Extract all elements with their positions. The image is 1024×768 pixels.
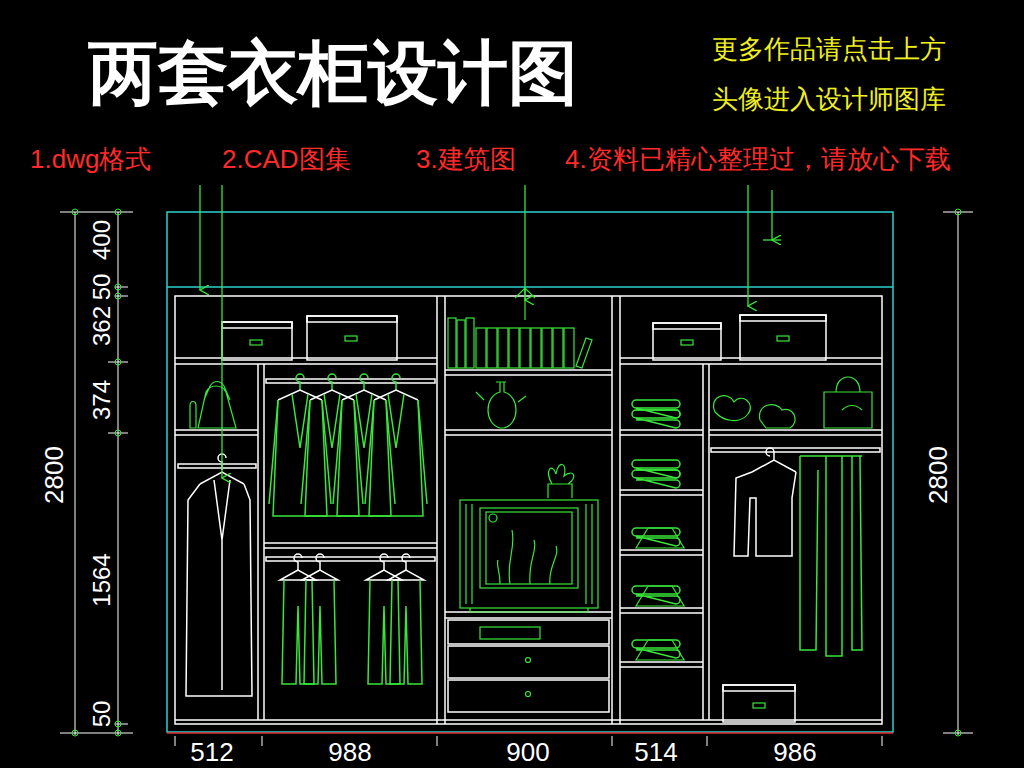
dimension: 514 <box>634 739 677 765</box>
feature-note: 3.建筑图 <box>416 146 516 172</box>
dimension: 400 <box>90 218 114 262</box>
dimension: 1564 <box>90 551 114 608</box>
dimension: 50 <box>90 699 114 730</box>
dimension: 362 <box>90 304 114 348</box>
feature-note: 2.CAD图集 <box>222 146 351 172</box>
dimension: 374 <box>90 378 114 422</box>
dimension: 2800 <box>41 444 67 506</box>
dimension: 900 <box>506 739 549 765</box>
dimension: 512 <box>190 739 233 765</box>
drawing-title: 两套衣柜设计图 <box>88 38 578 108</box>
dimension: 986 <box>773 739 816 765</box>
dimension: 50 <box>90 272 114 303</box>
promo-note: 头像进入设计师图库 <box>712 86 946 112</box>
promo-note: 更多作品请点击上方 <box>712 36 946 62</box>
dimension: 988 <box>328 739 371 765</box>
dimension: 2800 <box>925 444 951 506</box>
feature-note: 4.资料已精心整理过，请放心下载 <box>565 146 951 172</box>
feature-note: 1.dwg格式 <box>30 146 151 172</box>
